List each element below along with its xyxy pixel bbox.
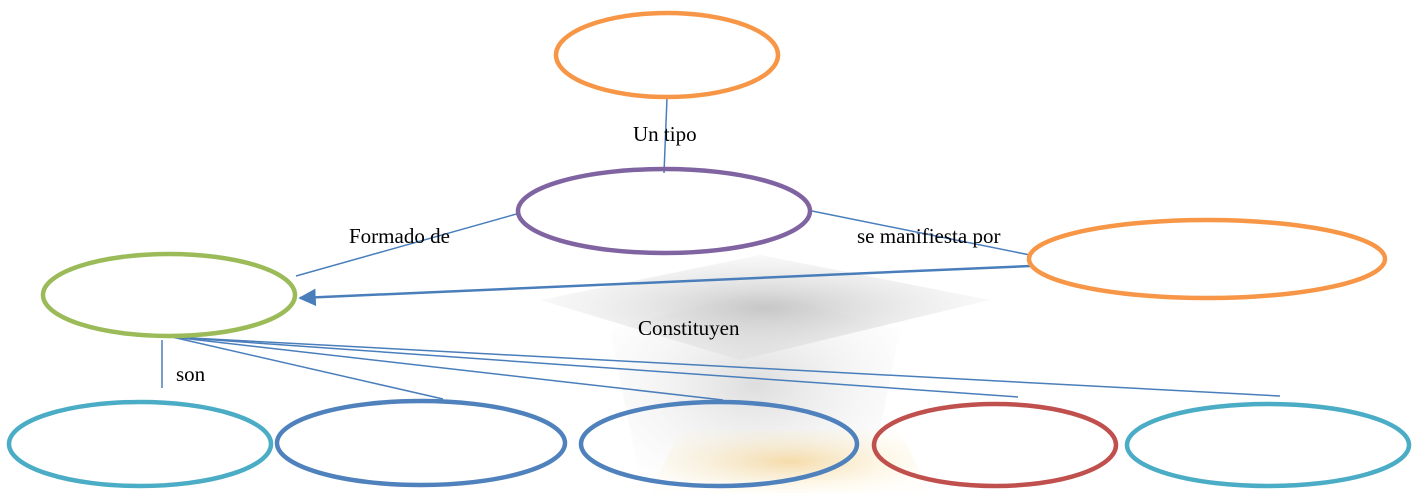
connector-left-bottom-2	[171, 336, 444, 400]
connector-left-bottom-5	[171, 336, 1281, 397]
bottom-node-5[interactable]	[1124, 401, 1412, 489]
label-un-tipo: Un tipo	[633, 122, 697, 146]
bottom-node-1[interactable]	[6, 399, 274, 489]
connector-left-bottom-3	[171, 336, 724, 401]
left-node[interactable]	[40, 251, 298, 339]
bottom-node-3[interactable]	[578, 399, 860, 489]
center-node[interactable]	[515, 166, 813, 256]
top-node[interactable]	[553, 10, 781, 100]
graduation-cap-watermark	[540, 255, 990, 493]
label-constituyen: Constituyen	[638, 316, 740, 340]
link-labels: Un tipo Formado de se manifiesta por Con…	[176, 122, 1000, 386]
nodes	[6, 10, 1412, 489]
connector-top-center	[663, 97, 668, 174]
connector-center-left	[295, 212, 521, 277]
arrow-right-to-left	[298, 264, 1031, 307]
label-se-manifiesta-por: se manifiesta por	[857, 224, 1000, 248]
bottom-node-4[interactable]	[871, 401, 1119, 489]
connector-left-bottom-4	[171, 336, 1019, 398]
connector-center-right	[811, 210, 1031, 256]
right-node[interactable]	[1026, 217, 1388, 301]
label-son: son	[176, 362, 206, 386]
connectors	[161, 97, 1281, 401]
label-formado-de: Formado de	[349, 224, 450, 248]
bottom-node-2[interactable]	[274, 398, 568, 488]
